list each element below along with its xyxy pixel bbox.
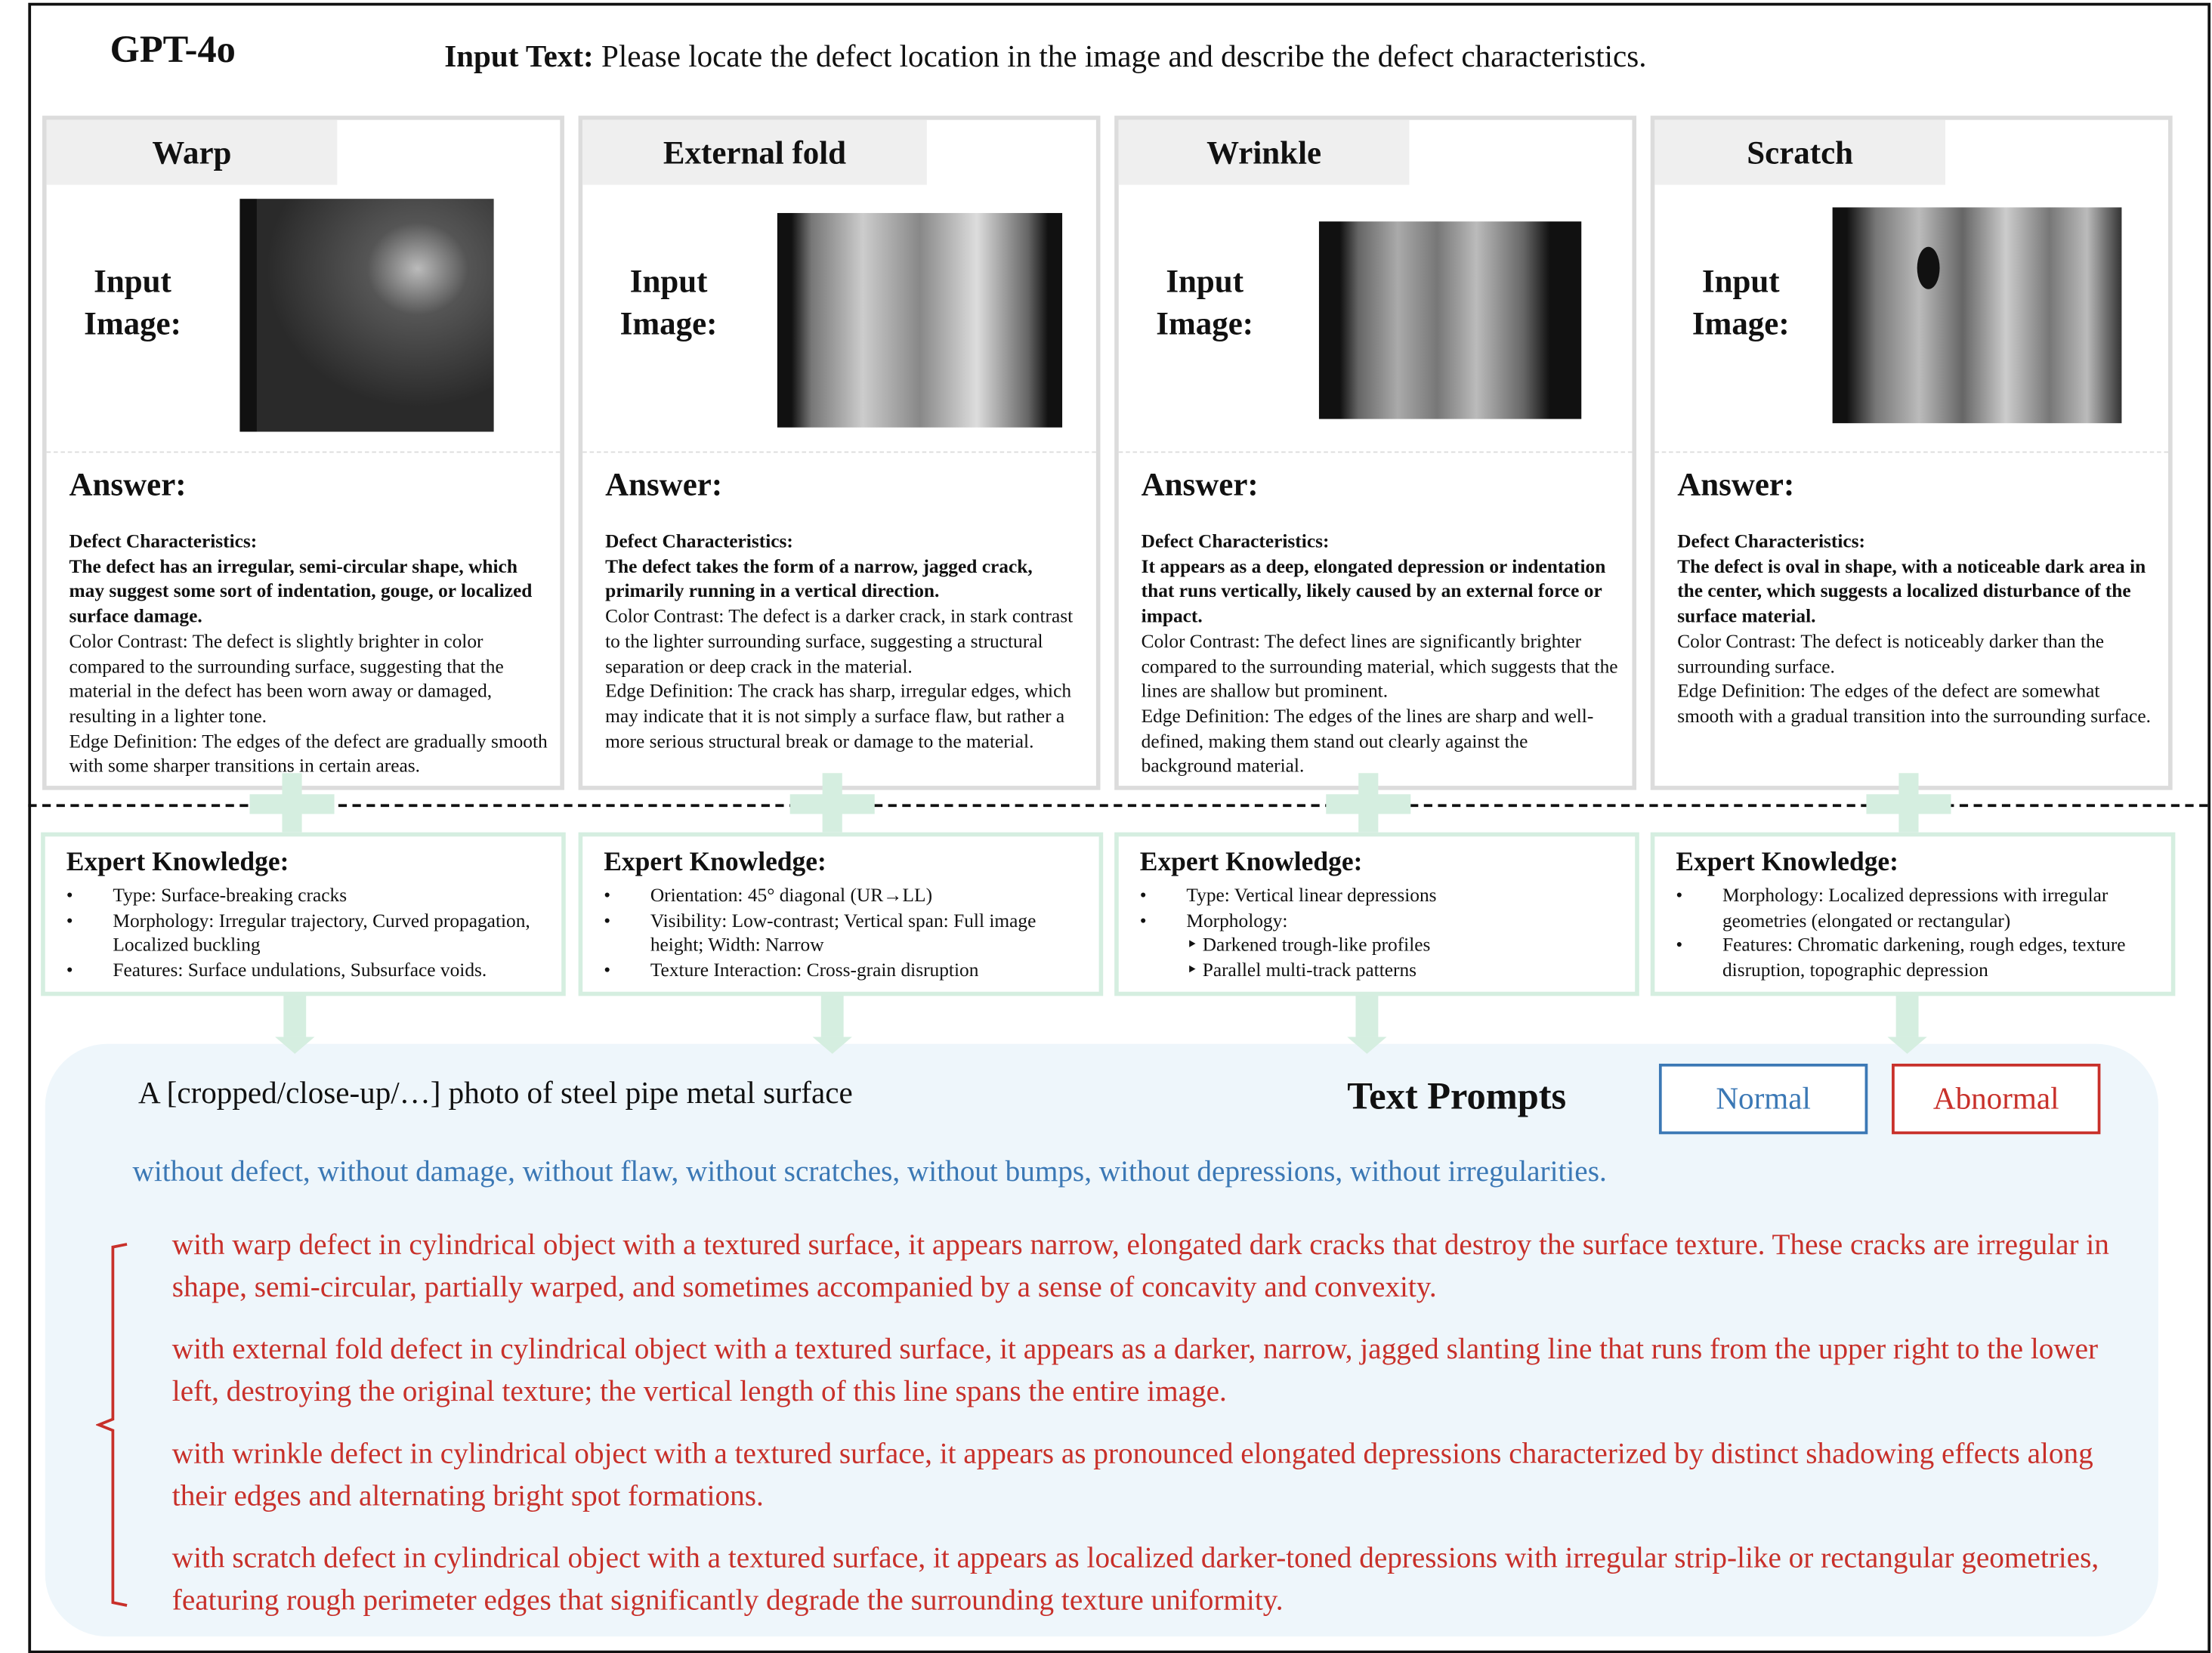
answer-text: Defect Characteristics: The defect has an…	[69, 529, 548, 779]
card-scratch: Scratch Input Image: Answer: Defect Char…	[1650, 116, 2173, 790]
expert-item: Morphology: Localized depressions with i…	[1676, 883, 2162, 933]
model-title: GPT-4o	[110, 28, 236, 71]
dc-summary: It appears as a deep, elongated depressi…	[1141, 555, 1606, 627]
scratch-defect-image	[1832, 207, 2122, 424]
divider	[1654, 451, 2169, 453]
text-prompts-panel	[45, 1043, 2158, 1637]
expert-item: Features: Surface undulations, Subsurfac…	[66, 958, 553, 983]
down-arrow-icon	[820, 994, 844, 1037]
card-title: Scratch	[1654, 119, 1946, 185]
expert-item: Orientation: 45° diagonal (UR→LL)	[604, 883, 1090, 908]
expert-item: Type: Vertical linear depressions	[1140, 883, 1627, 908]
text-prompts-title: Text Prompts	[1347, 1074, 1567, 1117]
expert-item: Features: Chromatic darkening, rough edg…	[1676, 933, 2162, 983]
expert-title: Expert Knowledge:	[604, 848, 826, 878]
color-contrast: Color Contrast: The defect lines are sig…	[1141, 630, 1618, 702]
down-arrow-head	[812, 1037, 852, 1054]
expert-knowledge-warp: Expert Knowledge: Type: Surface-breaking…	[41, 832, 566, 996]
expert-item: Visibility: Low-contrast; Vertical span:…	[604, 908, 1090, 958]
down-arrow-head	[1887, 1037, 1927, 1054]
plus-icon-bar	[1326, 794, 1411, 814]
divider	[582, 451, 1096, 453]
abnormal-prompt-wrinkle: with wrinkle defect in cylindrical objec…	[171, 1435, 2093, 1512]
expert-subitem: ‣ Parallel multi-track patterns	[1186, 959, 1417, 981]
dc-label: Defect Characteristics:	[1141, 530, 1330, 552]
expert-knowledge-external-fold: Expert Knowledge: Orientation: 45° diago…	[578, 832, 1104, 996]
expert-item: Type: Surface-breaking cracks	[66, 883, 553, 908]
expert-title: Expert Knowledge:	[1139, 848, 1363, 878]
abnormal-prompt-warp: with warp defect in cylindrical object w…	[171, 1227, 2109, 1303]
external-fold-defect-image	[777, 212, 1063, 428]
answer-text: Defect Characteristics: The defect is ova…	[1677, 529, 2157, 728]
card-title: Wrinkle	[1118, 119, 1410, 185]
edge-definition: Edge Definition: The edges of the defect…	[69, 730, 548, 777]
expert-item: Morphology:	[1140, 908, 1627, 933]
input-text-value: Please locate the defect location in the…	[601, 38, 1647, 74]
down-arrow-icon	[283, 994, 307, 1037]
input-image-label: Input Image:	[1156, 264, 1254, 341]
color-contrast: Color Contrast: The defect is slightly b…	[69, 630, 504, 727]
divider	[46, 451, 561, 453]
dc-label: Defect Characteristics:	[1677, 530, 1866, 552]
plus-icon-bar	[249, 794, 335, 814]
expert-item: Texture Interaction: Cross-grain disrupt…	[604, 958, 1090, 983]
abnormal-legend: Abnormal	[1892, 1063, 2101, 1135]
down-arrow-icon	[1895, 994, 1919, 1037]
color-contrast: Color Contrast: The defect is noticeably…	[1677, 630, 2105, 677]
card-title: External fold	[582, 119, 927, 185]
answer-label: Answer:	[69, 467, 187, 502]
down-arrow-head	[1347, 1037, 1387, 1054]
input-text-label: Input Text:	[444, 38, 594, 74]
expert-knowledge-scratch: Expert Knowledge: Morphology: Localized …	[1650, 832, 2176, 996]
color-contrast: Color Contrast: The defect is a darker c…	[605, 605, 1074, 677]
dc-summary: The defect is oval in shape, with a noti…	[1677, 555, 2146, 627]
expert-item: Morphology: Irregular trajectory, Curved…	[66, 908, 553, 958]
wrinkle-defect-image	[1318, 221, 1582, 419]
edge-definition: Edge Definition: The crack has sharp, ir…	[605, 680, 1072, 752]
dc-label: Defect Characteristics:	[69, 530, 258, 552]
input-image-label: Input Image:	[84, 264, 181, 341]
input-image-label: Input Image:	[619, 264, 718, 341]
dc-summary: The defect takes the form of a narrow, j…	[605, 555, 1033, 602]
abnormal-prompt-external-fold: with external fold defect in cylindrical…	[171, 1331, 2099, 1407]
plus-icon-bar	[789, 794, 875, 814]
expert-subitem: ‣ Darkened trough-like profiles	[1186, 934, 1431, 956]
bracket-icon	[95, 1243, 128, 1607]
input-image-label: Input Image:	[1691, 264, 1790, 341]
expert-title: Expert Knowledge:	[1676, 848, 1899, 878]
dc-summary: The defect has an irregular, semi-circul…	[69, 555, 533, 627]
warp-defect-image	[239, 199, 494, 432]
card-wrinkle: Wrinkle Input Image: Answer: Defect Char…	[1114, 116, 1637, 790]
card-title: Warp	[46, 119, 338, 185]
answer-text: Defect Characteristics: It appears as a d…	[1142, 529, 1621, 779]
expert-knowledge-wrinkle: Expert Knowledge: Type: Vertical linear …	[1114, 832, 1639, 996]
down-arrow-head	[275, 1037, 315, 1054]
down-arrow-icon	[1355, 994, 1379, 1037]
dc-label: Defect Characteristics:	[605, 530, 793, 552]
answer-text: Defect Characteristics: The defect takes …	[605, 529, 1085, 754]
divider	[1118, 451, 1633, 453]
normal-prompts: without defect, without damage, without …	[132, 1154, 1607, 1188]
edge-definition: Edge Definition: The edges of the lines …	[1141, 705, 1594, 777]
edge-definition: Edge Definition: The edges of the defect…	[1677, 680, 2151, 727]
abnormal-prompt-scratch: with scratch defect in cylindrical objec…	[171, 1540, 2099, 1616]
expert-title: Expert Knowledge:	[66, 848, 289, 878]
input-text: Input Text: Please locate the defect loc…	[444, 38, 1646, 75]
card-external-fold: External fold Input Image: Answer: Defec…	[578, 116, 1101, 790]
answer-label: Answer:	[1677, 467, 1795, 502]
plus-icon-bar	[1866, 794, 1951, 814]
answer-label: Answer:	[1141, 467, 1259, 502]
dashed-separator	[28, 804, 2208, 808]
prompt-template: A [cropped/close-up/…] photo of steel pi…	[137, 1074, 853, 1111]
answer-label: Answer:	[605, 467, 723, 502]
card-warp: Warp Input Image: Answer: Defect Charact…	[42, 116, 564, 790]
normal-legend: Normal	[1658, 1063, 1868, 1135]
